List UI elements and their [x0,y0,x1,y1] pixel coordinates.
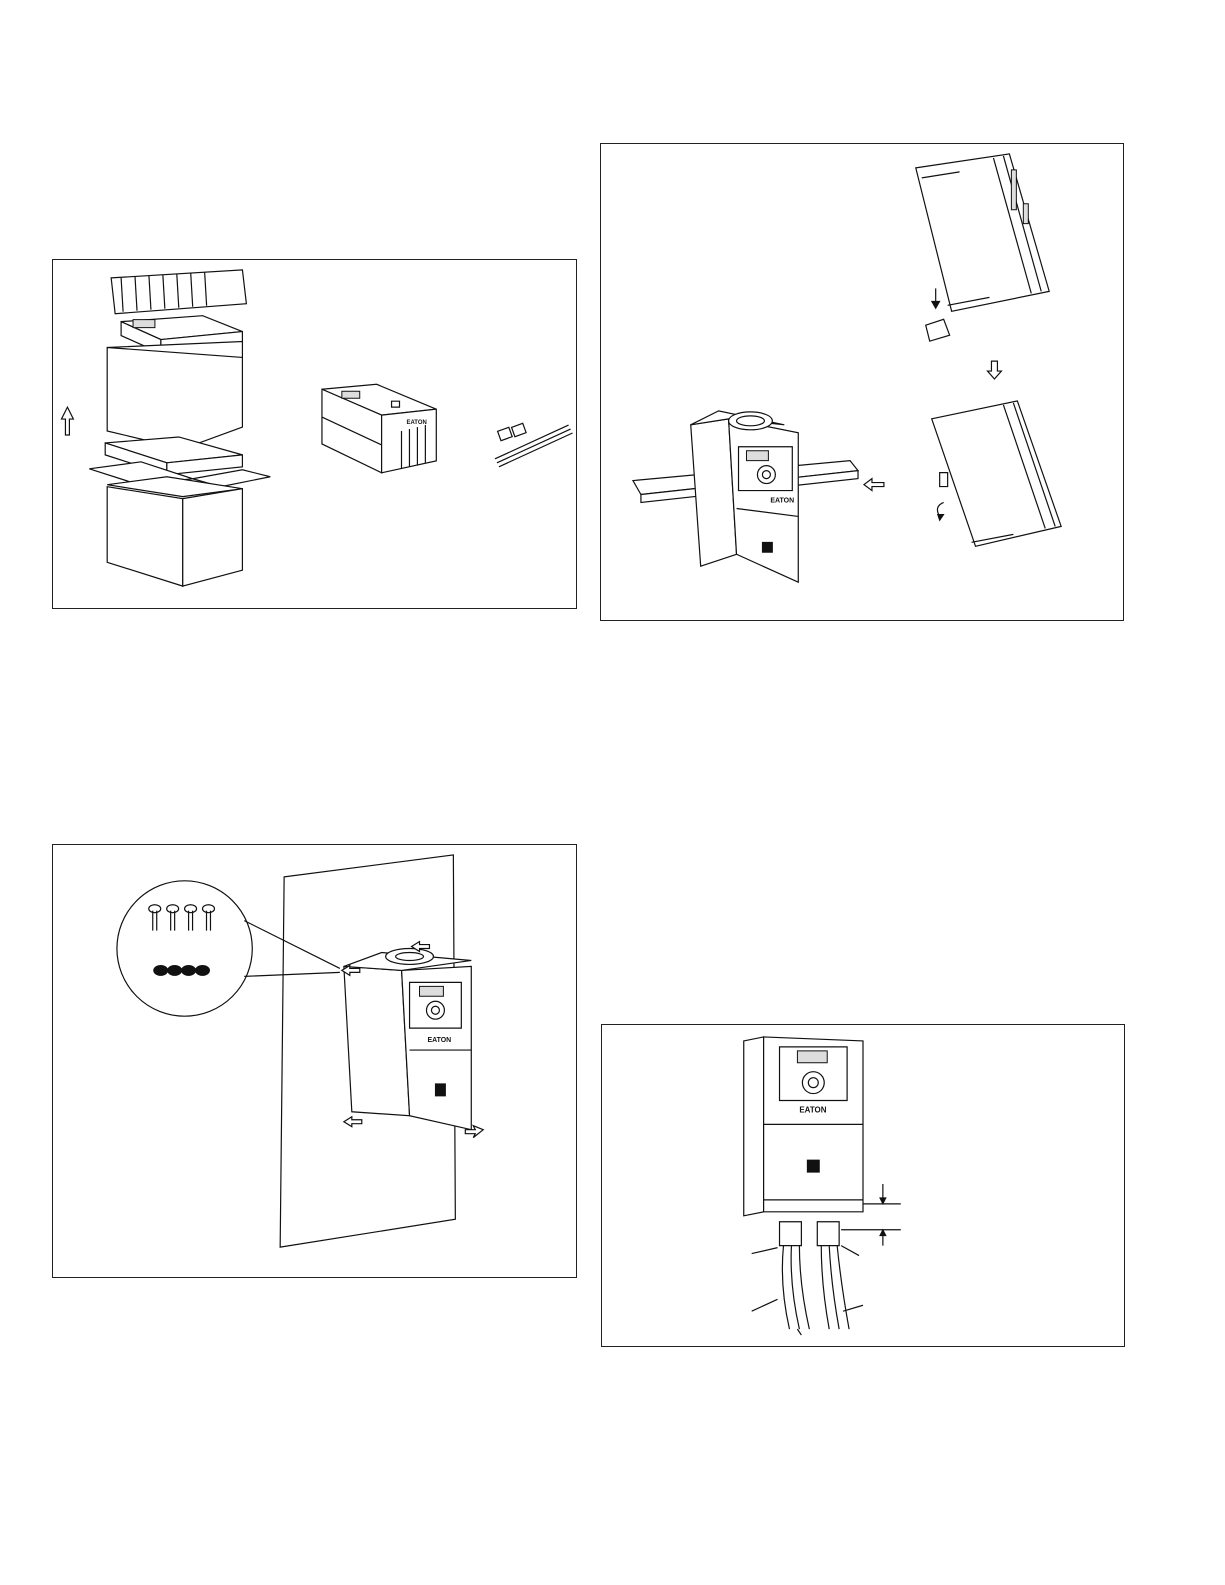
cable-glands [780,1222,840,1246]
upper-box [107,342,242,449]
figure-cable-clearance: EATON [601,1024,1125,1347]
din-rail-illustration: EATON [601,144,1123,620]
figure-din-rail-mounting: EATON [600,143,1124,621]
lift-arrow-icon [61,407,73,435]
down-arrow-icon [932,288,940,308]
next-step-arrow-icon [987,361,1001,379]
left-arrow-icon [864,479,884,491]
wall-mounted-drive: EATON [344,949,471,1130]
brand-label: EATON [770,497,794,504]
cables [782,1246,849,1329]
front-view-drive: EATON [744,1037,863,1216]
din-clip [926,319,950,341]
brand-label: EATON [427,1037,451,1044]
figure-screw-mounting: EATON [52,844,577,1278]
unpacked-drive: EATON [322,384,436,472]
accessories [495,423,573,467]
brand-label: EATON [799,1105,826,1114]
screw-mount-illustration: EATON [53,845,576,1277]
drive-side-view-top [916,154,1049,311]
outer-box [89,462,270,586]
unpacking-illustration: EATON [53,260,576,608]
figure-unpacking: EATON [52,259,577,609]
cable-clearance-illustration: EATON [602,1025,1124,1346]
box-lid [111,270,246,314]
drive-side-view-bottom [932,401,1061,546]
mounted-drive: EATON [691,411,799,582]
brand-label: EATON [406,420,426,426]
